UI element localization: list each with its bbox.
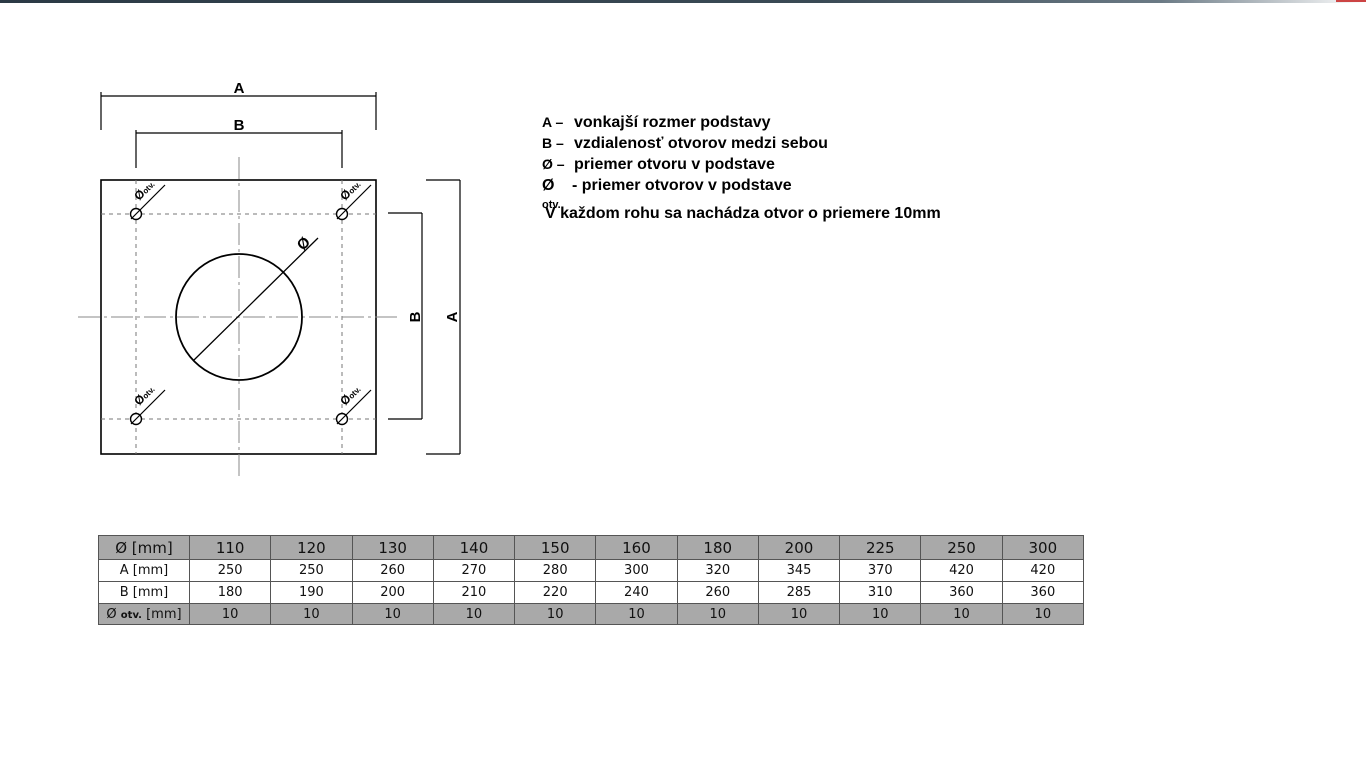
dimension-a-top xyxy=(100,92,377,130)
table-cell: 10 xyxy=(839,603,922,625)
table-cell: 10 xyxy=(757,603,841,625)
table-cell: 260 xyxy=(676,581,759,604)
table-cell: 260 xyxy=(351,559,434,582)
table-cell: 200 xyxy=(757,535,841,560)
svg-text:Øotv.: Øotv. xyxy=(337,382,363,408)
table-cell: 360 xyxy=(1001,581,1085,604)
corner-hole-top-right: Øotv. xyxy=(335,177,372,221)
table-cell: 360 xyxy=(920,581,1003,604)
legend-item-hole-diameter: Ø otv. - priemer otvorov v podstave xyxy=(542,177,1062,211)
table-row-label: A [mm] xyxy=(98,559,190,582)
table-cell: 320 xyxy=(676,559,759,582)
legend-item-a: A – vonkajší rozmer podstavy xyxy=(542,114,1062,135)
table-cell: 300 xyxy=(1001,535,1085,560)
legend-text-b: vzdialenosť otvorov medzi sebou xyxy=(574,135,828,152)
top-window-strip xyxy=(0,0,1366,3)
table-cell: 220 xyxy=(514,581,597,604)
table-cell: 310 xyxy=(839,581,922,604)
table-cell: 250 xyxy=(188,559,272,582)
table-cell: 250 xyxy=(920,535,1003,560)
legend-text-diameter: priemer otvoru v podstave xyxy=(574,156,775,173)
legend-note: V každom rohu sa nachádza otvor o prieme… xyxy=(545,205,941,222)
legend-item-b: B – vzdialenosť otvorov medzi sebou xyxy=(542,135,1062,156)
table-cell: 180 xyxy=(188,581,272,604)
table-cell: 210 xyxy=(432,581,516,604)
table-cell: 180 xyxy=(676,535,759,560)
table-cell: 10 xyxy=(1001,603,1085,625)
table-cell: 130 xyxy=(351,535,434,560)
dimension-b-top xyxy=(135,130,343,168)
table-cell: 345 xyxy=(757,559,841,582)
legend-key-b: B – xyxy=(542,135,564,151)
svg-text:Øotv.: Øotv. xyxy=(337,177,363,203)
table-cell: 10 xyxy=(920,603,1003,625)
central-hole-label: Ø xyxy=(294,233,315,254)
table-cell: 10 xyxy=(351,603,434,625)
legend-text-hole-diameter: - priemer otvorov v podstave xyxy=(572,177,792,194)
dimension-b-side xyxy=(388,212,423,420)
table-cell: 10 xyxy=(595,603,678,625)
table-row-label: B [mm] xyxy=(98,581,190,604)
table-cell: 200 xyxy=(351,581,434,604)
dimension-a-side xyxy=(426,179,461,455)
table-cell: 420 xyxy=(1001,559,1085,582)
main-centerlines xyxy=(78,157,400,478)
legend-key-diameter: Ø – xyxy=(542,156,565,172)
table-cell: 285 xyxy=(757,581,841,604)
svg-text:Øotv.: Øotv. xyxy=(131,177,157,203)
table-cell: 150 xyxy=(514,535,597,560)
table-cell: 300 xyxy=(595,559,678,582)
dimension-a-top-label: A xyxy=(234,80,245,97)
legend-key-a: A – xyxy=(542,114,564,130)
table-cell: 10 xyxy=(188,603,272,625)
base-plate-drawing: A B B A Ø Øotv. xyxy=(78,80,461,478)
dimension-b-side-label: B xyxy=(407,311,424,322)
dimension-b-top-label: B xyxy=(234,117,245,134)
top-window-strip-accent xyxy=(1336,0,1366,2)
table-cell: 240 xyxy=(595,581,678,604)
table-cell: 120 xyxy=(270,535,353,560)
dimension-a-side-label: A xyxy=(444,311,461,322)
table-cell: 10 xyxy=(270,603,353,625)
legend: A – vonkajší rozmer podstavy B – vzdiale… xyxy=(542,114,1062,223)
table-cell: 250 xyxy=(270,559,353,582)
table-cell: 190 xyxy=(270,581,353,604)
table-cell: 10 xyxy=(432,603,516,625)
legend-key-hole-diameter: Ø otv. xyxy=(542,177,561,211)
central-hole-diameter-line xyxy=(193,237,319,361)
legend-item-diameter: Ø – priemer otvoru v podstave xyxy=(542,156,1062,177)
table-cell: 420 xyxy=(920,559,1003,582)
table-cell: 10 xyxy=(514,603,597,625)
table-cell: 10 xyxy=(676,603,759,625)
table-cell: 280 xyxy=(514,559,597,582)
table-cell: 160 xyxy=(595,535,678,560)
legend-text-a: vonkajší rozmer podstavy xyxy=(574,114,771,131)
table-row-label: Ø otv. [mm] xyxy=(98,603,190,625)
table-cell: 270 xyxy=(432,559,516,582)
table-row-label: Ø [mm] xyxy=(98,535,190,560)
table-cell: 110 xyxy=(188,535,272,560)
svg-text:Øotv.: Øotv. xyxy=(131,382,157,408)
central-hole xyxy=(175,253,303,381)
table-cell: 140 xyxy=(432,535,516,560)
table-cell: 370 xyxy=(839,559,922,582)
table-cell: 225 xyxy=(839,535,922,560)
